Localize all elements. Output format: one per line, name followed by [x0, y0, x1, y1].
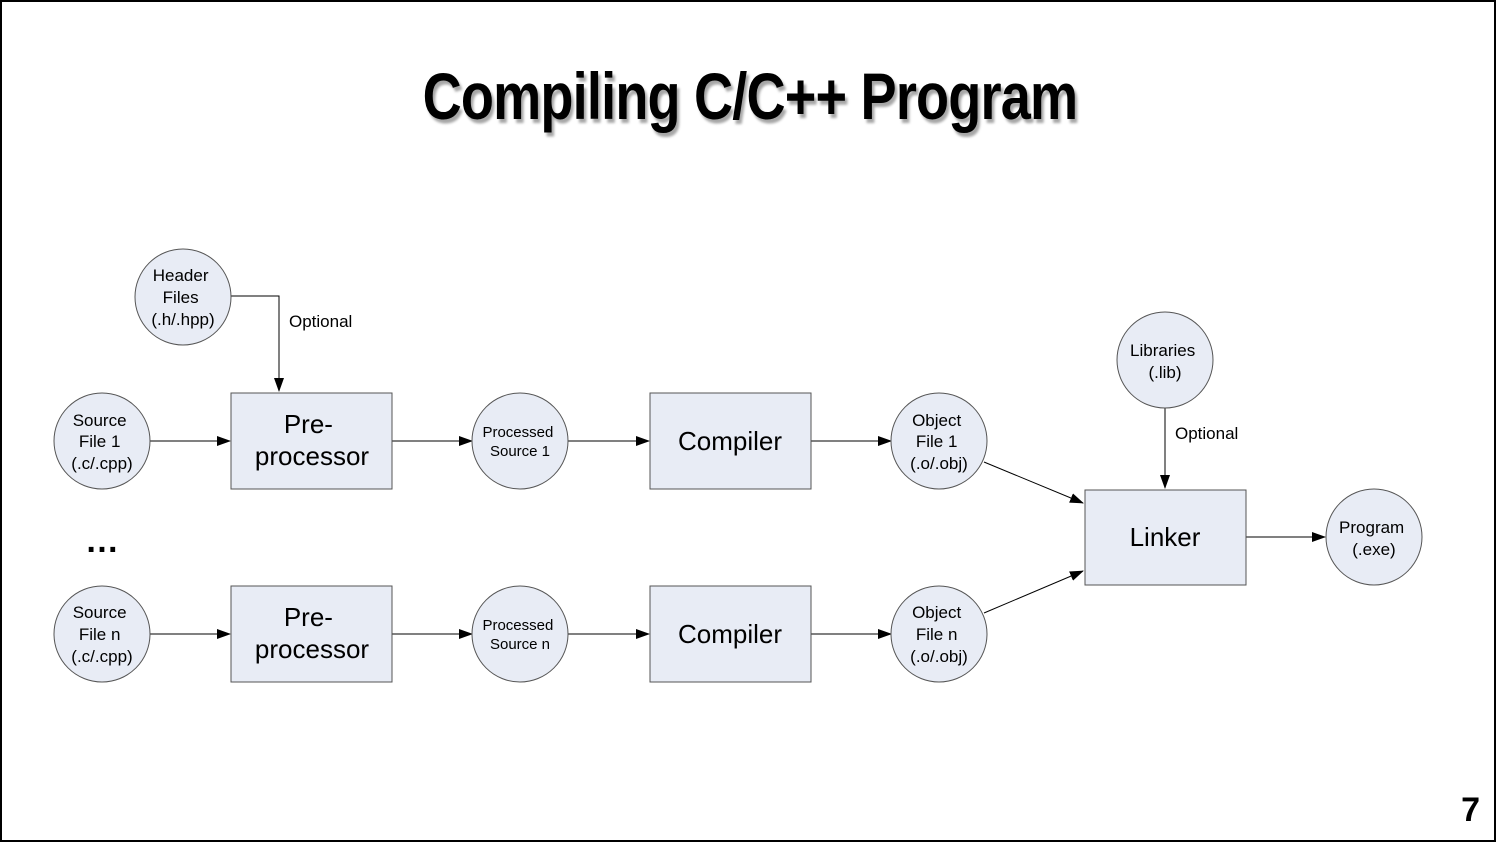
- edge-objectn-to-linker: [983, 570, 1084, 614]
- program-label: Program (.exe): [1339, 518, 1409, 559]
- source-file-1-node: [53, 392, 151, 490]
- object-file-n-node: [890, 585, 988, 683]
- edge-header-to-preprocessor: [230, 295, 284, 392]
- linker-box: [1084, 489, 1247, 586]
- preprocessor-1-box: [230, 392, 393, 490]
- preprocessor-n-box: [230, 585, 393, 683]
- program-node: [1325, 488, 1423, 586]
- libraries-label: Libraries (.lib): [1130, 341, 1200, 382]
- processed-source-1-node: [471, 392, 569, 490]
- header-files-label: Header Files (.h/.hpp): [151, 266, 214, 329]
- compiler-1-box: [649, 392, 812, 490]
- linker-label: Linker: [1130, 522, 1201, 552]
- source-file-1-label: Source File 1 (.c/.cpp): [71, 411, 132, 473]
- edge-object1-to-linker: [983, 461, 1084, 504]
- source-file-n-node: [53, 585, 151, 683]
- edges: [150, 295, 1326, 639]
- libraries-node: [1116, 311, 1214, 409]
- source-file-n-label: Source File n (.c/.cpp): [71, 603, 132, 666]
- ellipsis: …: [85, 522, 119, 560]
- processed-source-n-node: [471, 585, 569, 683]
- compiler-n-label: Compiler: [678, 619, 782, 649]
- slide-title: Compiling C/C++ Program: [422, 59, 1079, 133]
- object-file-1-node: [890, 392, 988, 490]
- header-optional-label: Optional: [289, 312, 352, 331]
- processed-source-n-label: Processed Source n: [482, 617, 557, 653]
- object-file-n-label: Object File n (.o/.obj): [910, 603, 968, 666]
- preprocessor-1-label: Pre- processor: [255, 409, 369, 471]
- compiler-n-box: [649, 585, 812, 683]
- page-number: 7: [1461, 791, 1480, 829]
- object-file-1-label: Object File 1 (.o/.obj): [910, 411, 968, 473]
- header-files-node: [134, 248, 232, 346]
- processed-source-1-label: Processed Source 1: [482, 424, 557, 460]
- libraries-optional-label: Optional: [1175, 424, 1238, 443]
- compiler-1-label: Compiler: [678, 426, 782, 456]
- preprocessor-n-label: Pre- processor: [255, 602, 369, 664]
